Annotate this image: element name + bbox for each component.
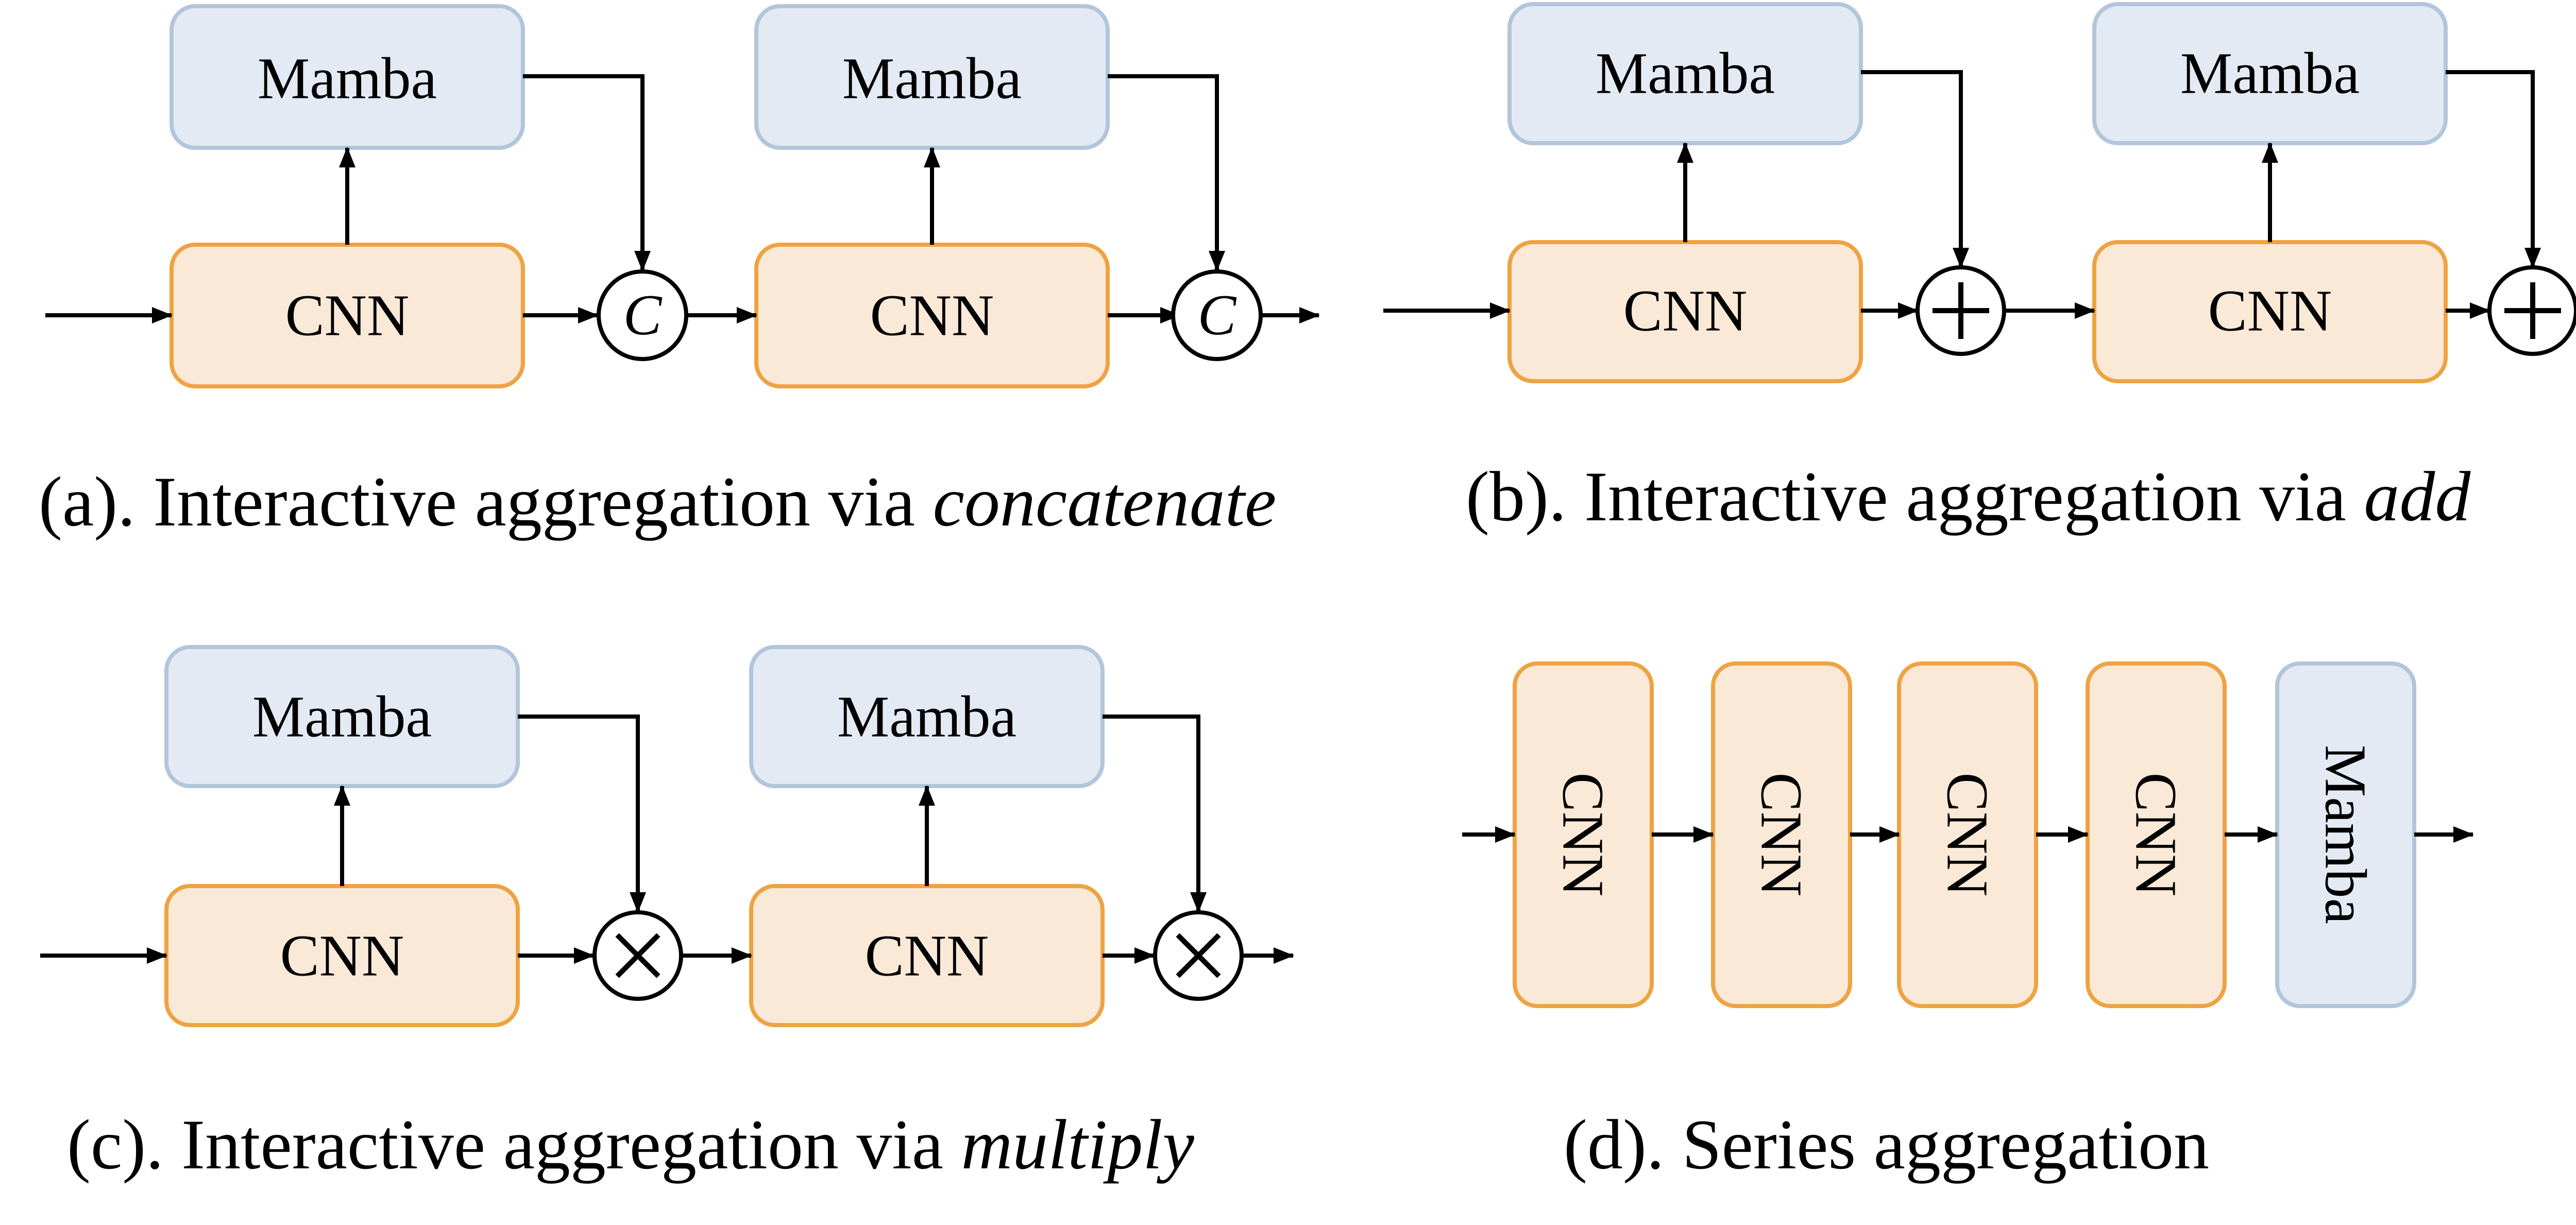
caption-emphasis: concatenate <box>933 462 1277 541</box>
panel-a: Mamba CNN Mamba CNN C C (a). Interactive… <box>39 4 1320 541</box>
mamba-to-op-arrow <box>1103 714 1207 913</box>
plus-icon <box>1933 282 1989 339</box>
caption-d: (d). Series aggregation <box>1564 1105 2209 1184</box>
mamba-to-op-arrow <box>2446 70 2541 268</box>
mamba-to-op-arrow <box>518 714 646 913</box>
caption-prefix: (c). Interactive aggregation via <box>67 1105 961 1184</box>
cnn-label: CNN <box>2124 773 2189 897</box>
mamba-to-op-arrow <box>1861 70 1969 268</box>
times-icon <box>615 933 660 978</box>
cnn-label: CNN <box>1551 773 1616 897</box>
cnn-label: CNN <box>870 283 994 348</box>
panel-c: Mamba CNN Mamba CNN (c). Interactive agg… <box>40 645 1294 1184</box>
concat-symbol: C <box>623 283 663 347</box>
cnn-label: CNN <box>1749 773 1815 897</box>
mamba-to-op-arrow <box>1108 74 1225 271</box>
mamba-label: Mamba <box>2180 41 2360 106</box>
panel-d: CNN CNN CNN CNN Mamba (d). Series aggreg… <box>1462 661 2474 1184</box>
caption-c: (c). Interactive aggregation via multipl… <box>67 1105 1195 1184</box>
mamba-label: Mamba <box>837 684 1016 750</box>
mamba-label: Mamba <box>1596 41 1775 106</box>
cnn-label: CNN <box>865 923 989 989</box>
caption-prefix: (b). Interactive aggregation via <box>1466 457 2364 536</box>
mamba-label: Mamba <box>258 46 437 111</box>
times-icon <box>1176 933 1221 978</box>
cnn-label: CNN <box>2208 278 2332 344</box>
concat-operator <box>597 269 688 361</box>
mamba-label: Mamba <box>252 684 432 750</box>
cnn-label: CNN <box>285 283 410 348</box>
caption-prefix: (a). Interactive aggregation via <box>39 462 933 541</box>
caption-emphasis: add <box>2364 457 2471 536</box>
concat-operator <box>1171 269 1263 361</box>
cnn-label: CNN <box>280 923 404 989</box>
mamba-label: Mamba <box>842 46 1022 111</box>
caption-emphasis: multiply <box>961 1105 1195 1184</box>
plus-icon <box>2504 282 2561 339</box>
concat-symbol: C <box>1198 283 1237 347</box>
caption-a: (a). Interactive aggregation via concate… <box>39 462 1276 541</box>
cnn-label: CNN <box>1935 773 2001 897</box>
mamba-label: Mamba <box>2313 745 2379 924</box>
mamba-to-op-arrow <box>523 74 651 271</box>
cnn-label: CNN <box>1623 278 1748 344</box>
caption-b: (b). Interactive aggregation via add <box>1466 457 2471 536</box>
panel-b: Mamba CNN Mamba CNN (b). Interactive agg… <box>1383 2 2576 536</box>
